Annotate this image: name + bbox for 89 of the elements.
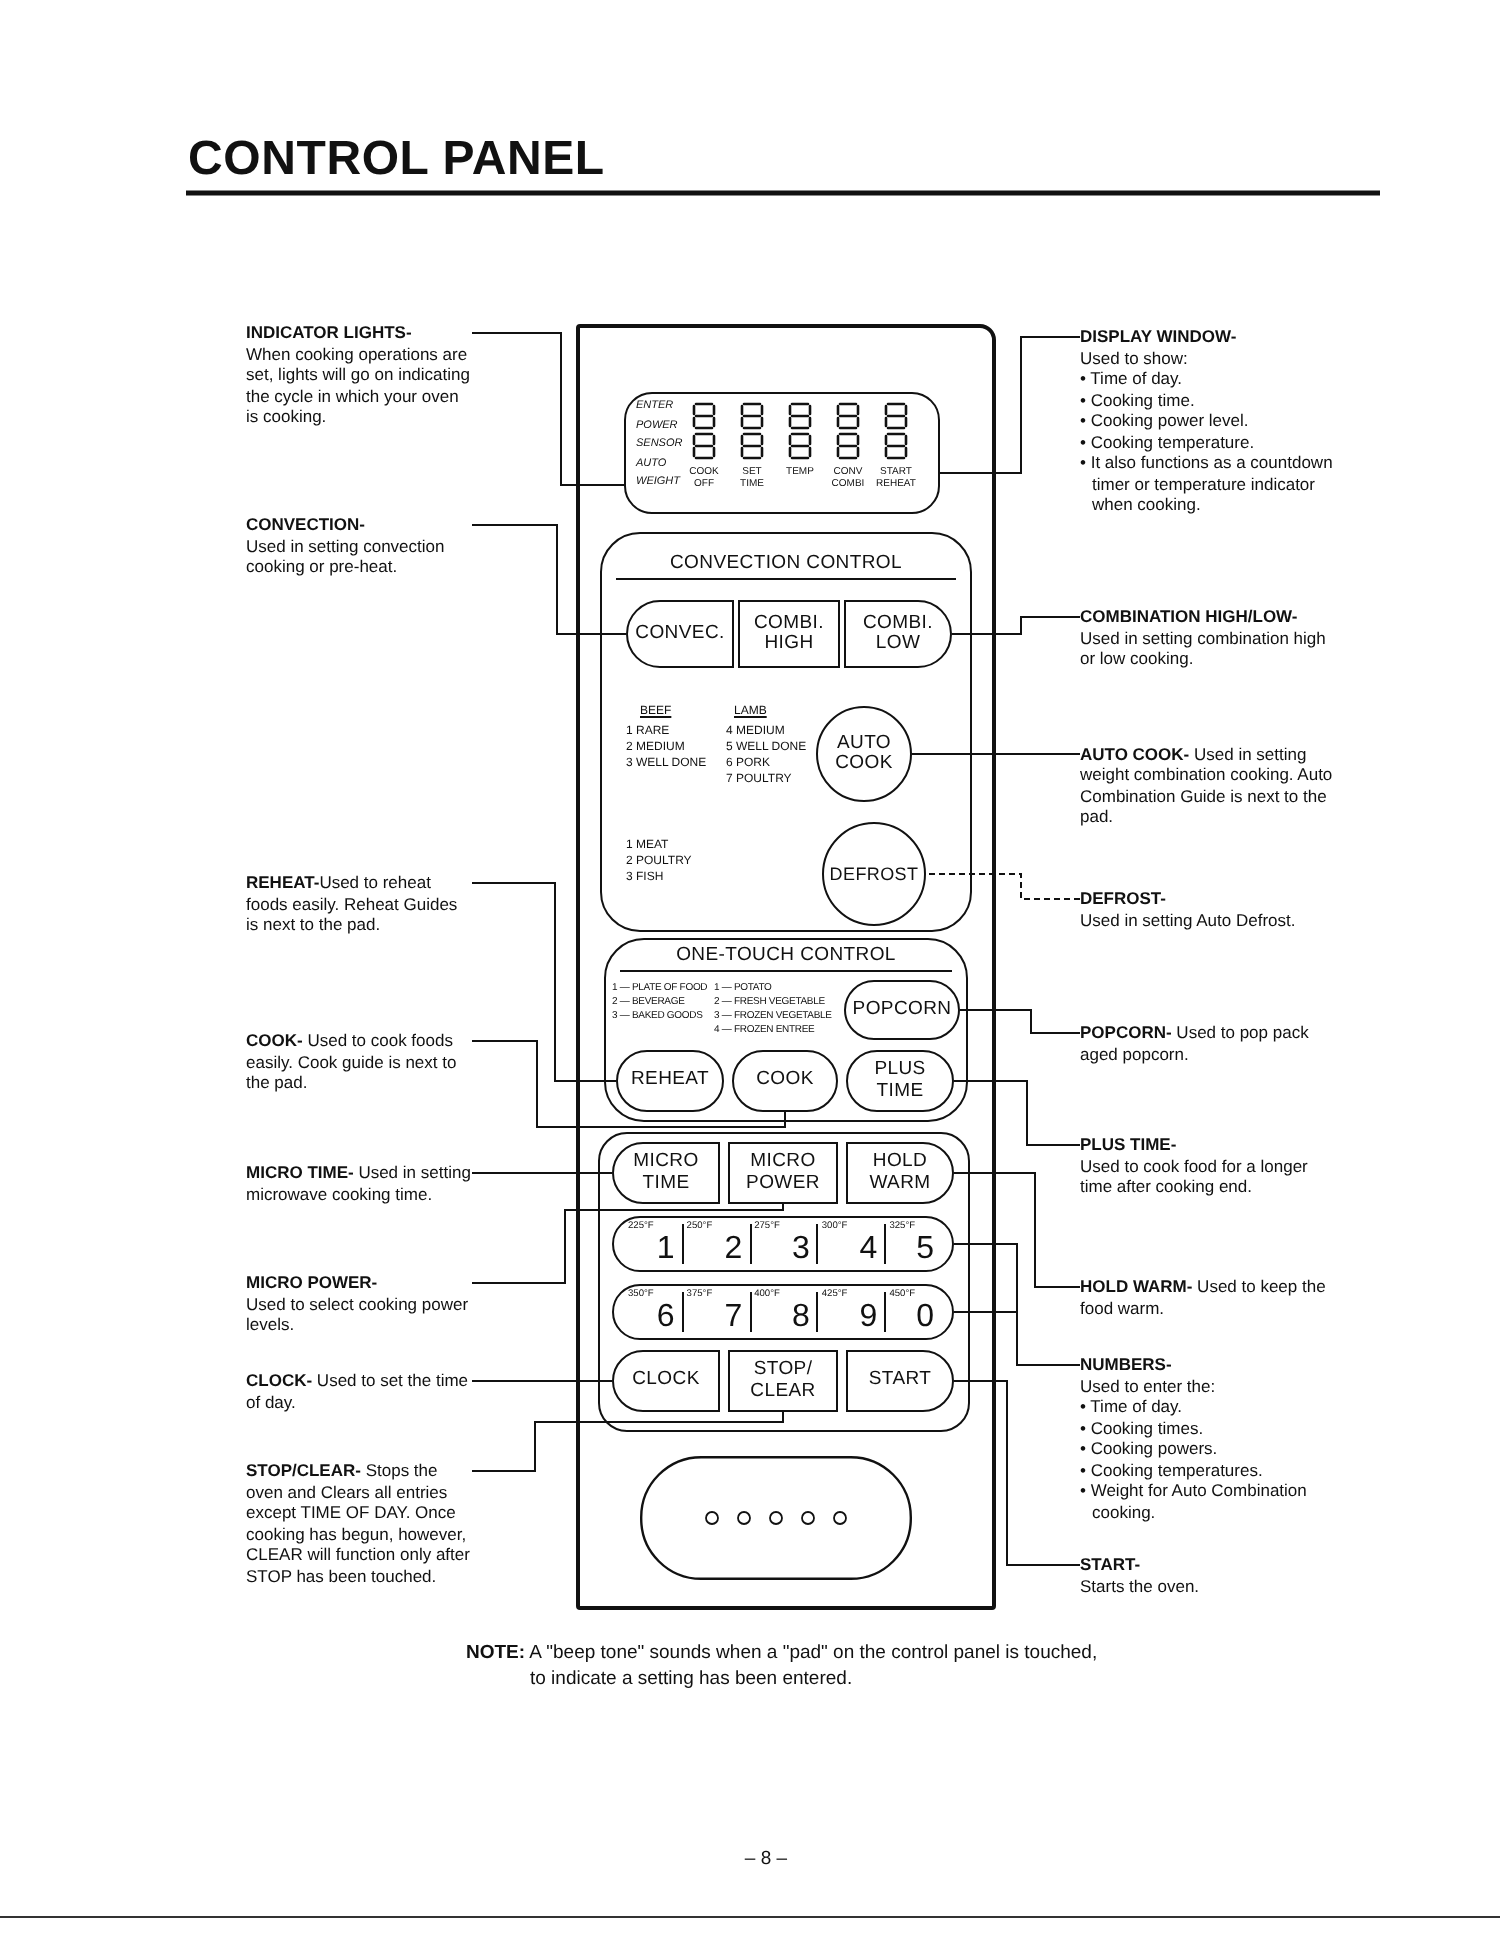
callout-text: CLOCK- Used to set the time of day.: [246, 1370, 471, 1412]
number-key-digit: 6: [654, 1301, 675, 1333]
keypad-button: STOP/ CLEAR: [728, 1350, 838, 1412]
keypad-button: COMBI. LOW: [844, 600, 952, 668]
callout-heading: MICRO POWER-: [246, 1272, 380, 1293]
keypad-button: DEFROST: [822, 822, 926, 926]
leader-line: [471, 524, 627, 635]
keypad-button: CLOCK: [612, 1350, 720, 1412]
list-item: • Cooking time.: [1080, 389, 1197, 410]
keypad-button: MICRO TIME: [612, 1142, 720, 1204]
list-item: • Cooking times.: [1080, 1417, 1206, 1438]
callout-text: Starts the oven.: [1080, 1575, 1202, 1596]
leader-line: [951, 616, 1081, 635]
number-key-digit: 0: [914, 1301, 934, 1333]
callout-heading: CONVECTION-: [246, 514, 367, 535]
leader-line: [471, 1411, 784, 1472]
number-key-digit: 1: [654, 1233, 675, 1265]
callout-text: Used to enter the:: [1080, 1375, 1218, 1396]
list-item: • Cooking power level.: [1080, 410, 1251, 431]
leader-line: [471, 1203, 784, 1284]
leader-line: [471, 1040, 786, 1128]
list-item: • Cooking powers.: [1080, 1438, 1220, 1459]
list-item: • Cooking temperatures.: [1080, 1459, 1265, 1480]
keypad-button: AUTO COOK: [816, 706, 912, 802]
keypad-button: MICRO POWER: [728, 1142, 838, 1204]
page-title: CONTROL PANEL: [188, 134, 605, 186]
callout-text: MICRO TIME- Used in setting microwave cooking time.: [246, 1162, 472, 1204]
control-group-panel: [600, 532, 972, 932]
number-key-digit: 5: [914, 1233, 934, 1265]
leader-line: [939, 336, 1081, 474]
list-item: • Time of day.: [1080, 1396, 1185, 1417]
display-window: [624, 392, 940, 514]
callout-text: Used in setting convection cooking or pre-heat.: [246, 535, 447, 577]
callout-heading: INDICATOR LIGHTS-: [246, 322, 414, 343]
number-key-digit: 4: [857, 1233, 878, 1265]
callout-text: HOLD WARM- Used to keep the food warm.: [1080, 1276, 1328, 1318]
keypad-button: HOLD WARM: [846, 1142, 954, 1204]
list-item: • Cooking temperature.: [1080, 431, 1257, 452]
callout-heading: START-: [1080, 1554, 1143, 1575]
callout-text: COOK- Used to cook foods easily. Cook guide is next to the pad.: [246, 1030, 459, 1093]
number-key-digit: 3: [789, 1233, 810, 1265]
list-item: • It also functions as a countdown timer or temperature indicator when cooking.: [1080, 452, 1335, 515]
keypad-button: PLUS TIME: [846, 1050, 954, 1112]
keypad-button: COOK: [732, 1050, 838, 1112]
group-heading: CONVECTION CONTROL: [616, 552, 956, 580]
number-key-digit: 7: [722, 1301, 743, 1333]
callout-heading: DEFROST-: [1080, 888, 1168, 909]
callout-text: REHEAT-Used to reheat foods easily. Reheat Guides is next to the pad.: [246, 872, 460, 935]
callout-text: Used to cook food for a longer time after cooking end.: [1080, 1155, 1310, 1197]
number-key-row: [612, 1216, 954, 1272]
callout-text: When cooking operations are set, lights will go on indicating the cycle in which your oven is cooking.: [246, 343, 472, 427]
keypad-button: POPCORN: [844, 980, 960, 1040]
list-item: • Time of day.: [1080, 368, 1185, 389]
keypad-button: CONVEC.: [626, 600, 734, 668]
group-heading: ONE-TOUCH CONTROL: [620, 944, 952, 972]
leader-line: [471, 1172, 613, 1174]
leader-line: [953, 1311, 1081, 1366]
callout-text: Used to select cooking power levels.: [246, 1293, 471, 1335]
page-number: – 8 –: [742, 1848, 790, 1870]
leader-line: [471, 332, 625, 486]
list-item: • Weight for Auto Combination cooking.: [1080, 1480, 1309, 1522]
callout-text: STOP/CLEAR- Stops the oven and Clears all entries except TIME OF DAY. Once cooking has begun, however, CLEAR will function only after STOP has been touched.: [246, 1460, 472, 1586]
leader-line: [471, 882, 617, 1082]
number-key-digit: 9: [857, 1301, 878, 1333]
callout-text: AUTO COOK- Used in setting weight combination cooking. Auto Combination Guide is next to the pad.: [1080, 743, 1335, 827]
control-group-panel: [604, 938, 968, 1122]
number-key-digit: 2: [722, 1233, 743, 1265]
leader-line: [953, 1380, 1081, 1566]
callout-heading: PLUS TIME-: [1080, 1134, 1179, 1155]
note-text: NOTE: A "beep tone" sounds when a "pad" on the control panel is touched, to indicate a setting has been entered.: [466, 1642, 1100, 1692]
callout-text: POPCORN- Used to pop pack aged popcorn.: [1080, 1022, 1311, 1064]
leader-line: [471, 1380, 613, 1382]
leader-line: [953, 1172, 1081, 1288]
callout-heading: NUMBERS-: [1080, 1354, 1174, 1375]
keypad-button: COMBI. HIGH: [738, 600, 840, 668]
leader-line: [953, 1080, 1081, 1146]
callout-text: Used in setting Auto Defrost.: [1080, 909, 1298, 930]
keypad-button: START: [846, 1350, 954, 1412]
number-key-row: [612, 1284, 954, 1340]
callout-heading: COMBINATION HIGH/LOW-: [1080, 606, 1300, 627]
callout-text: Used to show:: [1080, 347, 1190, 368]
leader-line: [959, 1009, 1081, 1034]
keypad-button: REHEAT: [616, 1050, 724, 1112]
leader-line: [911, 753, 1081, 755]
callout-text: Used in setting combination high or low cooking.: [1080, 627, 1328, 669]
leader-line: [925, 873, 1081, 900]
control-panel: [576, 324, 996, 1610]
callout-heading: DISPLAY WINDOW-: [1080, 326, 1239, 347]
number-key-digit: 8: [789, 1301, 810, 1333]
